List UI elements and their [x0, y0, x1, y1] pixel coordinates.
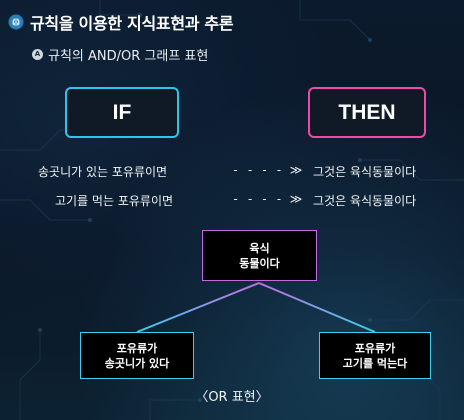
then-label: THEN — [338, 100, 396, 124]
edge-left — [136, 282, 260, 333]
bullet-icon: A — [32, 49, 43, 60]
if-box: IF — [65, 87, 179, 138]
rule-1-consequence: 그것은 육식동물이다 — [313, 165, 417, 179]
node-has-fangs: 포유류가 송곳니가 있다 — [80, 332, 194, 379]
subtitle-row: A 규칙의 AND/OR 그래프 표현 — [32, 45, 208, 64]
node-carnivore-line1: 육식 — [249, 241, 270, 255]
subtitle: 규칙의 AND/OR 그래프 표현 — [48, 49, 209, 64]
then-box: THEN — [308, 87, 426, 138]
rule-1-condition: 송곳니가 있는 포유류이면 — [38, 165, 168, 179]
node-carnivore-line2: 동물이다 — [239, 256, 280, 270]
node-has-fangs-line2: 송곳니가 있다 — [104, 356, 170, 370]
rule-2-condition: 고기를 먹는 포유류이면 — [55, 194, 174, 208]
if-label: IF — [112, 100, 132, 124]
rule-1-arrow: - - - - ≫ — [232, 163, 303, 177]
rule-2-consequence: 그것은 육식동물이다 — [313, 194, 417, 208]
node-carnivore: 육식 동물이다 — [202, 230, 317, 281]
node-eats-meat-line2: 고기를 먹는다 — [342, 356, 408, 370]
edge-right — [258, 282, 376, 333]
title-row: 규칙을 이용한 지식표현과 추론 — [8, 10, 234, 34]
node-has-fangs-line1: 포유류가 — [116, 341, 158, 355]
brain-icon — [8, 14, 24, 30]
node-eats-meat: 포유류가 고기를 먹는다 — [319, 332, 431, 379]
page-title: 규칙을 이용한 지식표현과 추론 — [30, 14, 234, 33]
node-eats-meat-line1: 포유류가 — [354, 341, 396, 355]
or-caption: 〈OR 표현〉 — [195, 390, 269, 405]
rule-2-arrow: - - - - ≫ — [232, 192, 303, 206]
